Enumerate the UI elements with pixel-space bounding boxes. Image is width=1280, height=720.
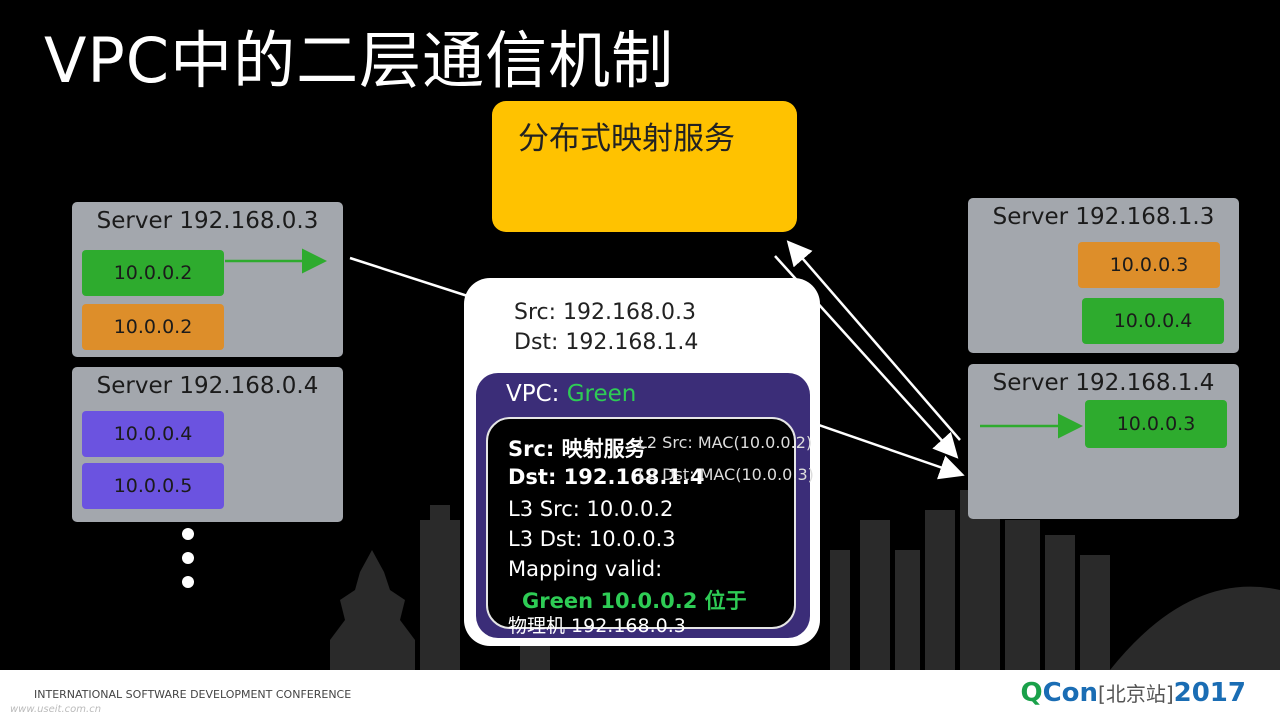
vm-green: 10.0.0.2 [82, 250, 224, 296]
conference-name: INTERNATIONAL SOFTWARE DEVELOPMENT CONFE… [34, 688, 352, 701]
inner-l2-src: L2 Src: MAC(10.0.0.2) [638, 433, 813, 452]
vm-orange: 10.0.0.2 [82, 304, 224, 350]
server-192-168-1-3: Server 192.168.1.3 10.0.0.3 10.0.0.4 [968, 198, 1239, 353]
city-skyline-background [330, 490, 1280, 670]
packet-outer-dst: Dst: 192.168.1.4 [514, 330, 699, 355]
inner-dst: Dst: 192.168.1.4 [508, 465, 705, 489]
vpc-label: VPC: Green [506, 381, 636, 407]
vm-purple: 10.0.0.4 [82, 411, 224, 457]
inner-frame: Src: 映射服务 L2 Src: MAC(10.0.0.2) Dst: 192… [486, 417, 814, 637]
inner-mapping-entry: Green 10.0.0.2 位于 [522, 589, 747, 613]
inner-l2-dst: L2 Dst: MAC(10.0.0.3) [638, 465, 814, 484]
logo-q: Q [1020, 678, 1043, 708]
logo-con: Con [1042, 678, 1099, 708]
server-label: Server 192.168.1.4 [992, 370, 1215, 396]
vpc-prefix: VPC: [506, 381, 567, 407]
ellipsis-dot [182, 552, 194, 564]
vm-green: 10.0.0.4 [1082, 298, 1224, 344]
distributed-mapping-service: 分布式映射服务 [492, 101, 797, 232]
ellipsis-dot [182, 576, 194, 588]
inner-mapping-valid: Mapping valid: [508, 557, 663, 581]
inner-l3-dst: L3 Dst: 10.0.0.3 [508, 527, 676, 551]
vm-orange: 10.0.0.3 [1078, 242, 1220, 288]
inner-l3-src: L3 Src: 10.0.0.2 [508, 497, 674, 521]
server-label: Server 192.168.1.3 [992, 204, 1215, 230]
inner-mapping-host: 物理机 192.168.0.3 [508, 615, 686, 637]
encapsulated-packet: Src: 192.168.0.3 Dst: 192.168.1.4 VPC: G… [464, 278, 820, 646]
qcon-logo: QCon[北京站]2017 [1020, 678, 1246, 708]
footer-bar: INTERNATIONAL SOFTWARE DEVELOPMENT CONFE… [0, 670, 1280, 720]
mapping-service-label: 分布式映射服务 [518, 121, 735, 157]
slide-title: VPC中的二层通信机制 [44, 24, 675, 97]
vm-green: 10.0.0.3 [1085, 400, 1227, 448]
logo-site: [北京站] [1098, 682, 1174, 706]
server-label: Server 192.168.0.3 [96, 208, 319, 234]
watermark: www.useit.com.cn [10, 704, 102, 715]
server-label: Server 192.168.0.4 [96, 373, 319, 399]
vpc-name: Green [566, 381, 637, 407]
ellipsis-dot [182, 528, 194, 540]
server-192-168-1-4: Server 192.168.1.4 10.0.0.3 [968, 364, 1239, 519]
server-192-168-0-3: Server 192.168.0.3 10.0.0.2 10.0.0.2 [72, 202, 343, 357]
logo-year: 2017 [1173, 678, 1246, 708]
arrow-segment-left [349, 256, 481, 302]
server-192-168-0-4: Server 192.168.0.4 10.0.0.4 10.0.0.5 [72, 367, 343, 522]
inner-src: Src: 映射服务 [508, 437, 646, 461]
vpc-header: VPC: Green Src: 映射服务 L2 Src: MAC(10.0.0.… [476, 373, 814, 638]
vm-purple: 10.0.0.5 [82, 463, 224, 509]
packet-outer-src: Src: 192.168.0.3 [514, 300, 696, 325]
